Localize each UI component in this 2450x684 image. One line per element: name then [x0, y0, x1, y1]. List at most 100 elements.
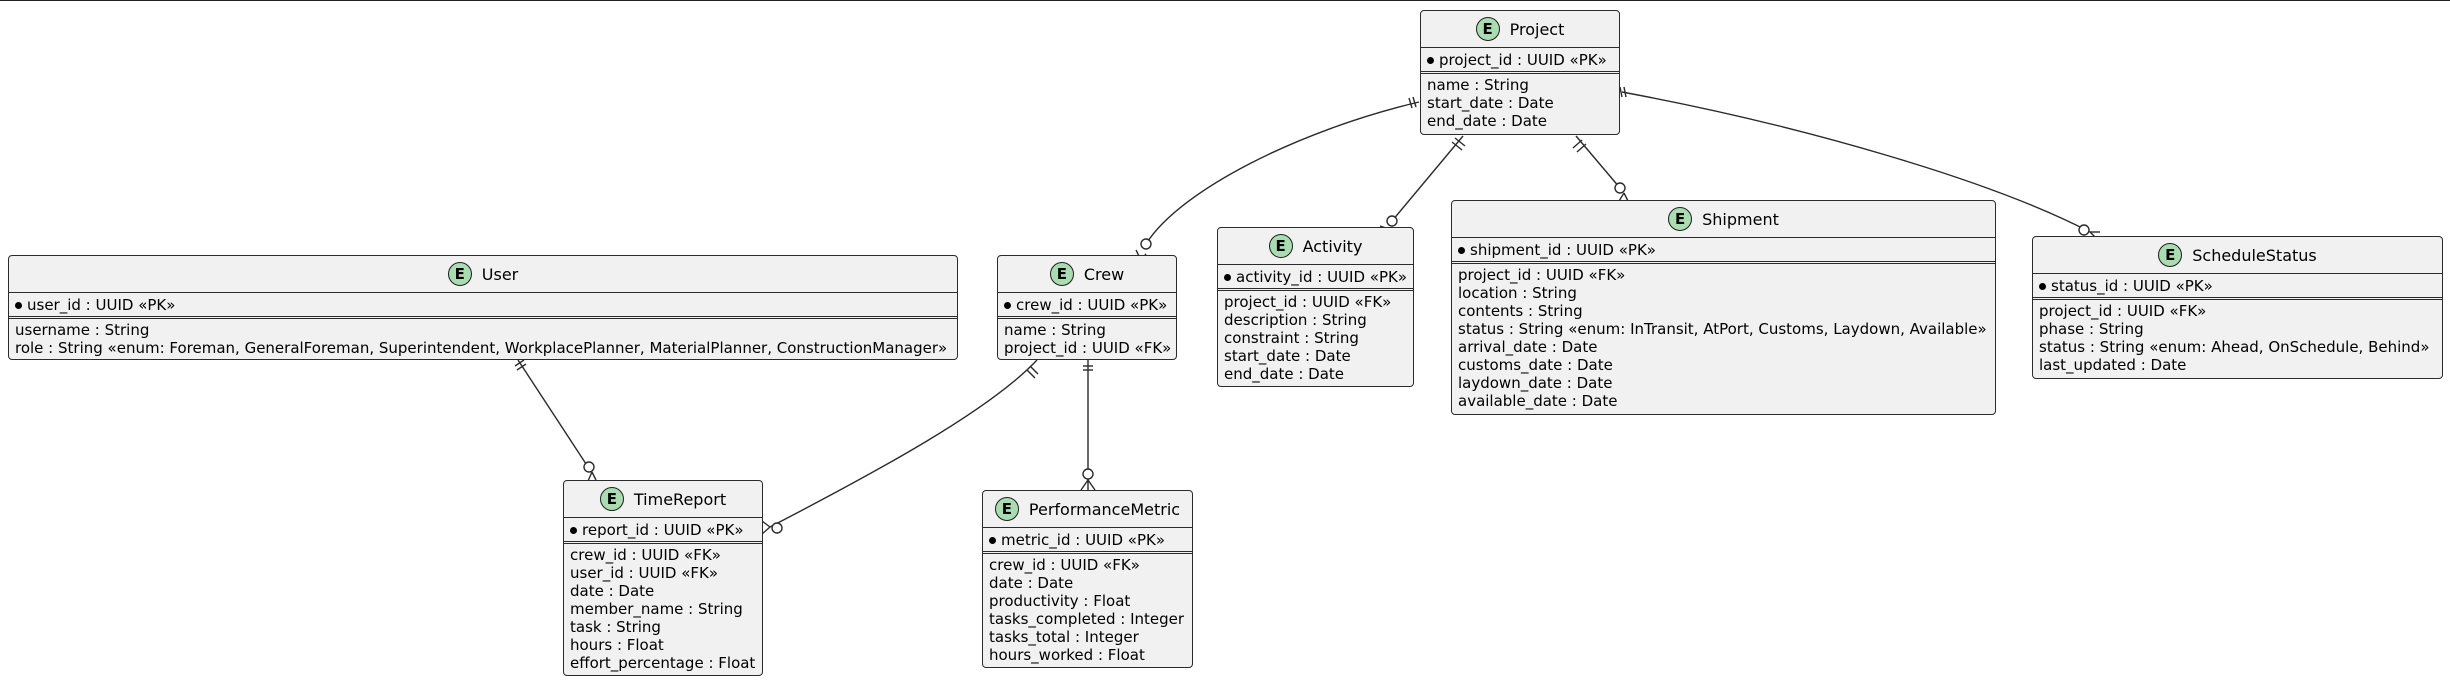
key-bullet-icon	[1458, 247, 1465, 254]
attribute: project_id : UUID «FK»	[2039, 302, 2207, 320]
attribute: crew_id : UUID «FK»	[989, 556, 1140, 574]
attribute: project_id : UUID «FK»	[1224, 293, 1392, 311]
entity-e-icon: E	[1049, 262, 1074, 286]
top-border-line	[0, 0, 2450, 1]
entity-title: User	[481, 264, 519, 284]
many-marker-shipment	[1614, 182, 1629, 202]
attribute: task : String	[570, 618, 661, 636]
one-marker-user-timereport	[514, 359, 527, 371]
one-marker-project-activity	[1451, 137, 1466, 151]
attribute: name : String	[1004, 321, 1106, 339]
attribute-list: crew_id : UUID «FK» user_id : UUID «FK» …	[564, 544, 762, 675]
attribute-list: name : String project_id : UUID «FK»	[998, 319, 1176, 360]
primary-key-row: report_id : UUID «PK»	[564, 518, 762, 544]
attribute: project_id : UUID «FK»	[1458, 266, 1626, 284]
many-marker-performancemetric	[1080, 468, 1096, 491]
attribute: project_id : UUID «FK»	[1004, 339, 1172, 357]
attribute: username : String	[15, 321, 150, 339]
one-marker-crew-timereport	[1026, 365, 1039, 379]
primary-key-row: activity_id : UUID «PK»	[1218, 265, 1413, 291]
one-marker-project-crew	[1408, 96, 1417, 109]
primary-key: user_id : UUID «PK»	[27, 296, 176, 314]
entity-title: Project	[1509, 19, 1565, 39]
entity-header: E Shipment	[1452, 201, 1995, 238]
entity-activity[interactable]: E Activity activity_id : UUID «PK» proje…	[1217, 227, 1414, 387]
edge-project-schedulestatus	[1621, 91, 2091, 233]
entity-title: Crew	[1083, 264, 1125, 284]
entity-header: E PerformanceMetric	[983, 491, 1192, 528]
entity-header: E User	[9, 256, 957, 293]
key-bullet-icon	[570, 527, 577, 534]
attribute: effort_percentage : Float	[570, 654, 756, 672]
primary-key: status_id : UUID «PK»	[2051, 277, 2213, 295]
key-bullet-icon	[1004, 302, 1011, 309]
primary-key-row: user_id : UUID «PK»	[9, 293, 957, 319]
attribute-list: project_id : UUID «FK» location : String…	[1452, 264, 1995, 413]
entity-e-icon: E	[1475, 17, 1500, 41]
edge-crew-timereport	[769, 359, 1038, 528]
attribute-list: name : String start_date : Date end_date…	[1421, 74, 1619, 133]
attribute: hours_worked : Float	[989, 646, 1145, 664]
attribute: name : String	[1427, 76, 1529, 94]
primary-key: report_id : UUID «PK»	[582, 521, 744, 539]
entity-title: Activity	[1302, 236, 1363, 256]
one-marker-project-schedulestatus	[1619, 86, 1627, 98]
one-marker-project-shipment	[1572, 139, 1587, 153]
attribute: end_date : Date	[1224, 365, 1345, 383]
edge-project-crew	[1145, 101, 1420, 245]
primary-key: metric_id : UUID «PK»	[1001, 531, 1166, 549]
entity-project[interactable]: E Project project_id : UUID «PK» name : …	[1420, 10, 1620, 135]
entity-crew[interactable]: E Crew crew_id : UUID «PK» name : String…	[997, 255, 1177, 360]
attribute: contents : String	[1458, 302, 1583, 320]
edge-project-activity	[1391, 135, 1464, 222]
entity-e-icon: E	[1268, 234, 1293, 258]
many-marker-timereport-user	[583, 461, 597, 482]
attribute-list: project_id : UUID «FK» phase : String st…	[2033, 300, 2442, 377]
primary-key-row: shipment_id : UUID «PK»	[1452, 238, 1995, 264]
entity-shipment[interactable]: E Shipment shipment_id : UUID «PK» proje…	[1451, 200, 1996, 415]
entity-header: E ScheduleStatus	[2033, 237, 2442, 274]
attribute: status : String «enum: Ahead, OnSchedule…	[2039, 338, 2430, 356]
attribute: status : String «enum: InTransit, AtPort…	[1458, 320, 1987, 338]
attribute: date : Date	[989, 574, 1074, 592]
attribute: role : String «enum: Foreman, GeneralFor…	[15, 339, 948, 357]
entity-header: E Project	[1421, 11, 1619, 48]
entity-user[interactable]: E User user_id : UUID «PK» username : St…	[8, 255, 958, 360]
many-marker-crew	[1135, 238, 1152, 261]
entity-performancemetric[interactable]: E PerformanceMetric metric_id : UUID «PK…	[982, 490, 1193, 668]
attribute-list: username : String role : String «enum: F…	[9, 319, 957, 360]
entity-e-icon: E	[2158, 243, 2183, 267]
attribute: description : String	[1224, 311, 1367, 329]
one-marker-crew-performancemetric	[1083, 365, 1093, 371]
entity-title: Shipment	[1702, 209, 1779, 229]
attribute: start_date : Date	[1224, 347, 1351, 365]
entity-title: TimeReport	[633, 489, 727, 509]
attribute: arrival_date : Date	[1458, 338, 1598, 356]
edge-project-shipment	[1575, 135, 1621, 189]
attribute: laydown_date : Date	[1458, 374, 1613, 392]
attribute-list: crew_id : UUID «FK» date : Date producti…	[983, 554, 1192, 667]
entity-timereport[interactable]: E TimeReport report_id : UUID «PK» crew_…	[563, 480, 763, 676]
key-bullet-icon	[2039, 283, 2046, 290]
attribute: last_updated : Date	[2039, 356, 2187, 374]
entity-e-icon: E	[447, 262, 472, 286]
attribute: date : Date	[570, 582, 655, 600]
attribute: member_name : String	[570, 600, 743, 618]
key-bullet-icon	[989, 537, 996, 544]
entity-title: PerformanceMetric	[1028, 499, 1181, 519]
entity-schedulestatus[interactable]: E ScheduleStatus status_id : UUID «PK» p…	[2032, 236, 2443, 379]
attribute: start_date : Date	[1427, 94, 1554, 112]
entity-header: E Crew	[998, 256, 1176, 293]
attribute-list: project_id : UUID «FK» description : Str…	[1218, 291, 1413, 386]
key-bullet-icon	[1427, 57, 1434, 64]
primary-key: project_id : UUID «PK»	[1439, 51, 1607, 69]
primary-key: shipment_id : UUID «PK»	[1470, 241, 1656, 259]
key-bullet-icon	[15, 302, 22, 309]
attribute: phase : String	[2039, 320, 2144, 338]
entity-header: E TimeReport	[564, 481, 762, 518]
attribute: constraint : String	[1224, 329, 1359, 347]
primary-key-row: crew_id : UUID «PK»	[998, 293, 1176, 319]
attribute: end_date : Date	[1427, 112, 1548, 130]
entity-title: ScheduleStatus	[2192, 245, 2317, 265]
